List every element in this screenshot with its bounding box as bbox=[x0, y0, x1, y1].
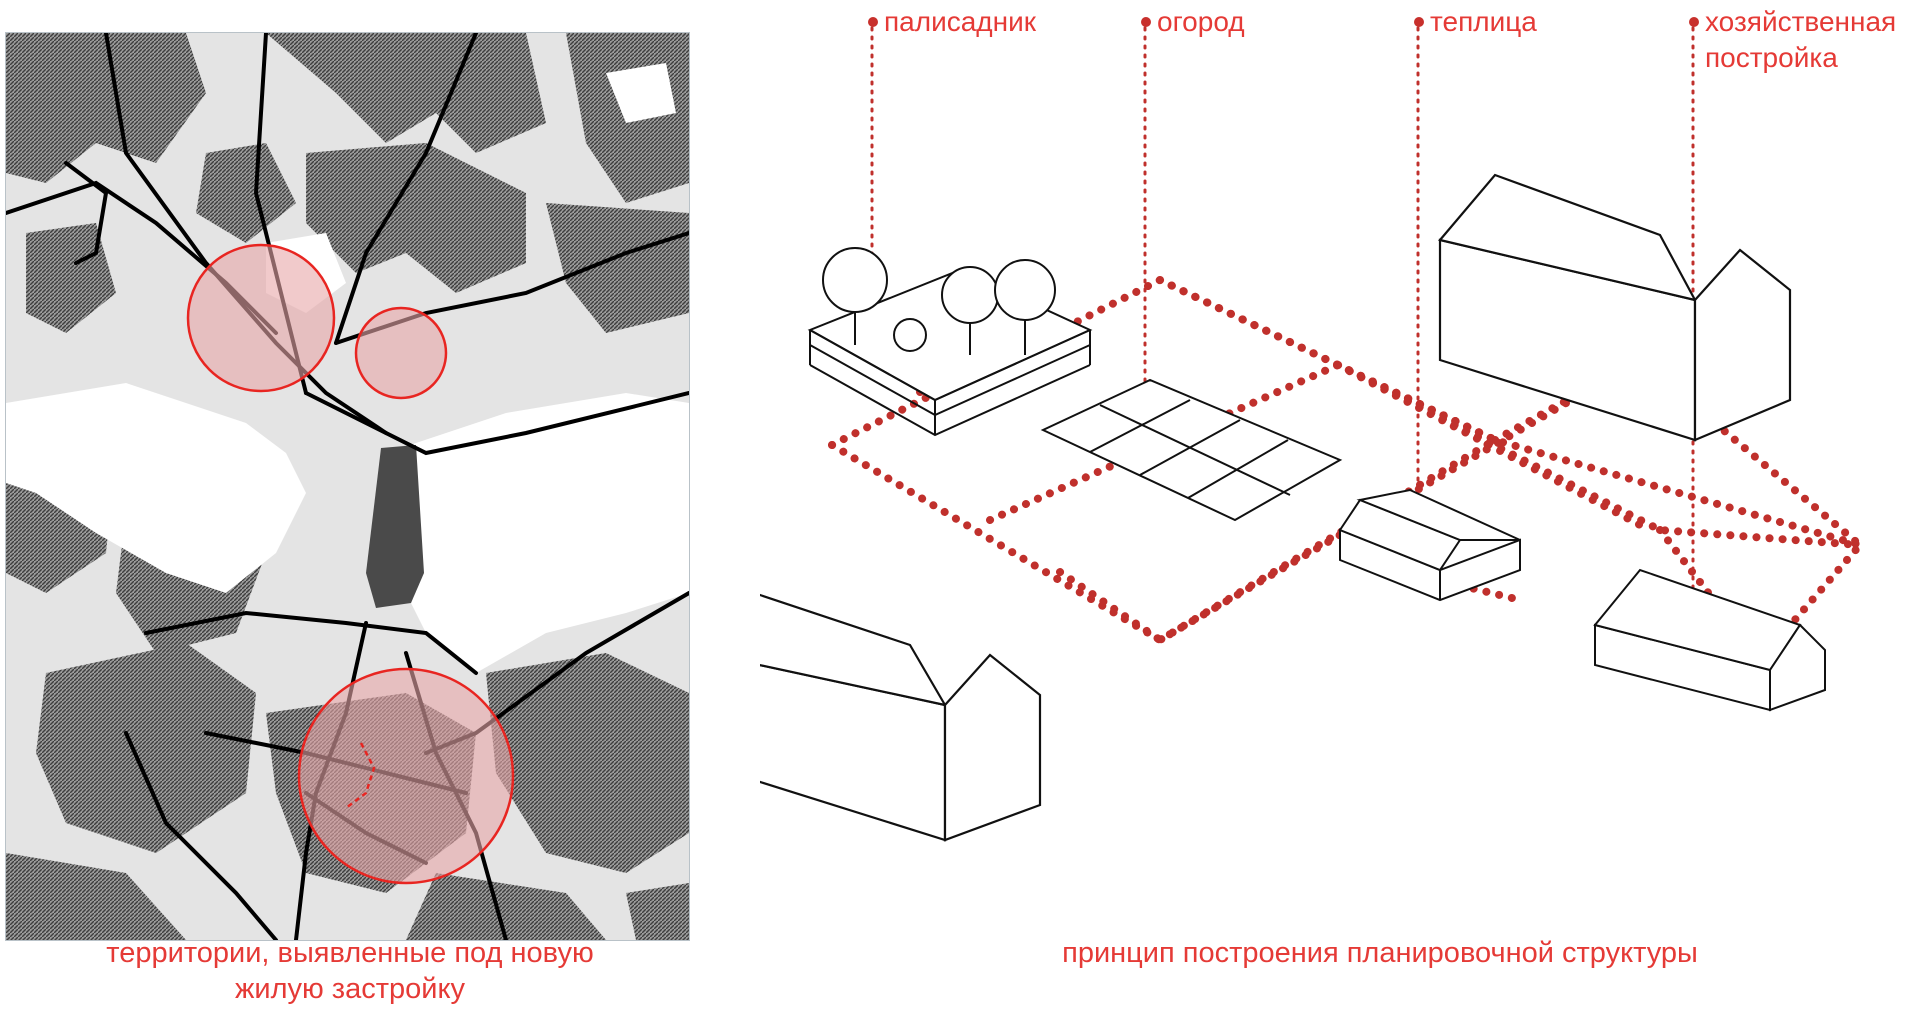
house-icon bbox=[1438, 173, 1792, 442]
diagram-caption: принцип построения планировочной структу… bbox=[1062, 937, 1698, 969]
territory-map bbox=[6, 33, 689, 940]
garden-icon bbox=[807, 247, 1093, 437]
label-utility-building-line2: постройка bbox=[1705, 42, 1838, 73]
territory-circle-2 bbox=[354, 306, 448, 400]
label-dot-icon bbox=[1141, 17, 1151, 27]
vegetable-beds-icon bbox=[1040, 378, 1343, 522]
label-utility-building: хозяйственная постройка bbox=[1689, 4, 1896, 76]
water-areas bbox=[6, 63, 689, 673]
territory-circle-1 bbox=[186, 243, 336, 393]
shed-icon bbox=[1593, 568, 1826, 712]
planning-diagram bbox=[760, 26, 1866, 842]
map-panel bbox=[5, 32, 690, 941]
town-block bbox=[366, 445, 424, 608]
identified-territories bbox=[186, 243, 515, 885]
map-caption-line-2: жилую застройку bbox=[234, 973, 465, 1005]
label-vegetable-garden: огород bbox=[1141, 4, 1245, 40]
house-icon-lower bbox=[760, 593, 1042, 842]
map-caption-line-1: территории, выявленные под новую bbox=[106, 937, 594, 969]
territory-circle-3 bbox=[297, 667, 515, 885]
label-garden: палисадник bbox=[868, 4, 1036, 40]
greenhouse-icon bbox=[1338, 488, 1521, 602]
label-dot-icon bbox=[868, 17, 878, 27]
map-caption: территории, выявленные под новую жилую з… bbox=[10, 935, 690, 1007]
label-greenhouse: теплица bbox=[1414, 4, 1537, 40]
label-dot-icon bbox=[1414, 17, 1424, 27]
label-dot-icon bbox=[1689, 17, 1699, 27]
boundary-dashed bbox=[345, 742, 376, 809]
